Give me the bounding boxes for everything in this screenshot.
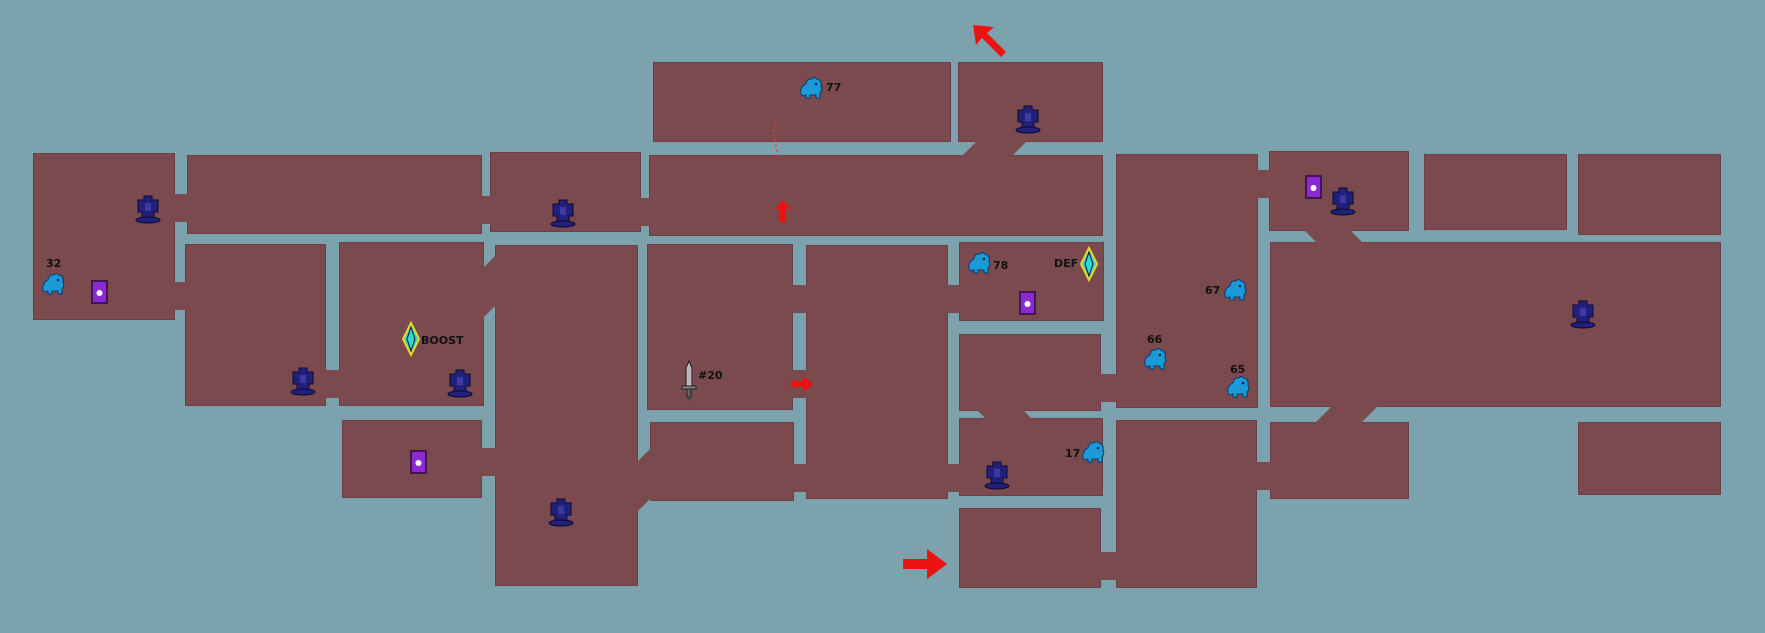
guard-icon xyxy=(135,195,161,224)
guard-icon xyxy=(548,498,574,527)
room xyxy=(806,245,948,499)
enemy-beast-icon xyxy=(1082,441,1105,463)
doorway xyxy=(1098,374,1120,402)
room xyxy=(653,62,951,142)
room xyxy=(1270,242,1721,407)
doorway xyxy=(170,282,192,310)
guard-icon xyxy=(447,369,473,398)
portal-icon xyxy=(1019,291,1036,315)
enemy-level-label: 32 xyxy=(46,257,62,270)
enemy-level-label: 77 xyxy=(826,81,842,94)
doorway xyxy=(788,464,810,492)
doorway xyxy=(170,194,192,222)
guard-icon xyxy=(1330,187,1356,216)
room xyxy=(1578,154,1721,235)
doorway xyxy=(479,448,499,476)
diagonal-passage xyxy=(1302,228,1364,244)
enemy-level-label: 65 xyxy=(1230,363,1246,376)
arrow-up-icon xyxy=(775,200,791,222)
room xyxy=(1116,420,1257,588)
guard-icon xyxy=(1015,105,1041,134)
enemy-beast-icon xyxy=(42,273,65,295)
sword-icon xyxy=(681,359,697,401)
arrow-right-large-icon xyxy=(903,549,947,579)
room xyxy=(647,244,793,410)
doorway xyxy=(321,370,344,398)
doorway xyxy=(943,464,963,492)
enemy-beast-icon xyxy=(800,77,823,99)
room xyxy=(495,245,638,586)
dotted-trail xyxy=(772,119,778,159)
room xyxy=(959,334,1101,411)
doorway xyxy=(636,198,654,226)
diagonal-passage xyxy=(962,140,1028,156)
room xyxy=(650,422,794,501)
diagonal-passage xyxy=(1315,405,1379,423)
enemy-level-label: 66 xyxy=(1147,333,1163,346)
doorway xyxy=(477,196,495,224)
def-label: DEF xyxy=(1054,257,1079,270)
doorway xyxy=(1253,462,1274,490)
enemy-level-label: 17 xyxy=(1065,447,1081,460)
doorway xyxy=(788,285,810,313)
boost-crystal-icon xyxy=(401,320,421,358)
room xyxy=(959,418,1103,496)
portal-icon xyxy=(91,280,108,304)
guard-icon xyxy=(290,367,316,396)
doorway xyxy=(1098,552,1120,580)
guard-icon xyxy=(550,199,576,228)
room xyxy=(1424,154,1567,230)
guard-icon xyxy=(1570,300,1596,329)
arrow-up-left-icon xyxy=(973,25,1006,57)
room xyxy=(1270,422,1409,499)
enemy-beast-icon xyxy=(1227,376,1250,398)
boost-label: BOOST xyxy=(421,334,464,347)
room xyxy=(1578,422,1721,495)
enemy-beast-icon xyxy=(1224,279,1247,301)
room xyxy=(649,155,1103,236)
room xyxy=(959,508,1101,588)
doorway xyxy=(1253,170,1274,198)
enemy-level-label: 78 xyxy=(993,259,1009,272)
room xyxy=(187,155,482,234)
def-crystal-icon xyxy=(1079,245,1099,283)
enemy-level-label: 67 xyxy=(1205,284,1221,297)
guard-icon xyxy=(984,461,1010,490)
enemy-beast-icon xyxy=(968,252,991,274)
arrow-right-icon xyxy=(791,376,813,392)
portal-icon xyxy=(410,450,427,474)
weapon-label: #20 xyxy=(698,369,723,382)
portal-icon xyxy=(1305,175,1322,199)
enemy-beast-icon xyxy=(1144,348,1167,370)
doorway xyxy=(943,285,963,313)
diagonal-passage xyxy=(635,446,653,514)
